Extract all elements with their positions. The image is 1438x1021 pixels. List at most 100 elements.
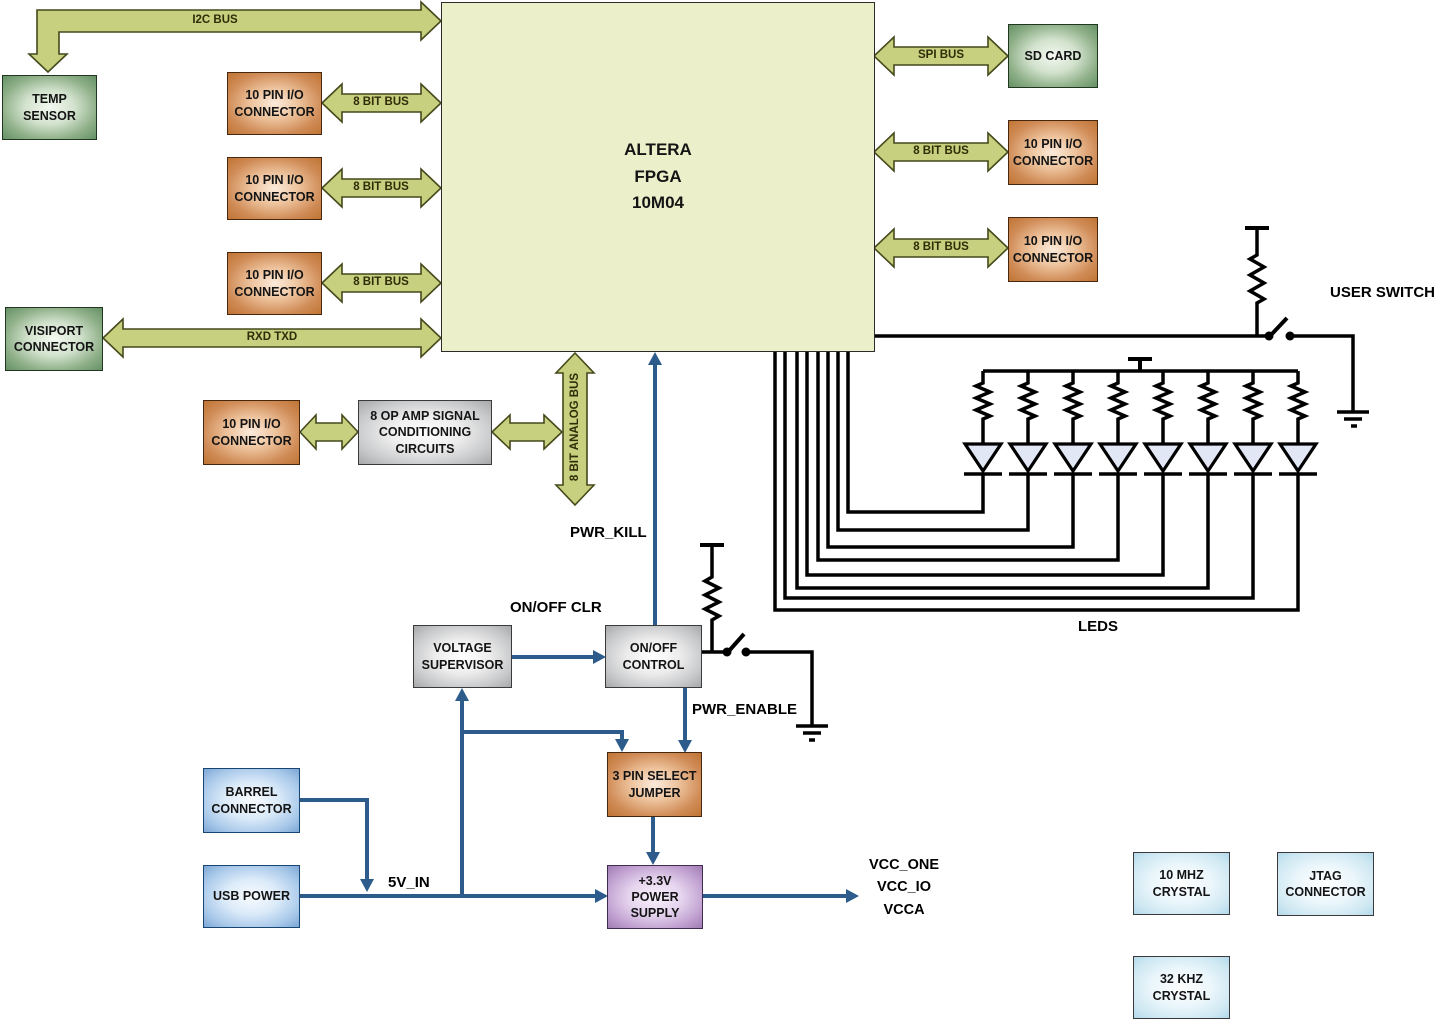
leds-label: LEDS	[1078, 618, 1119, 635]
vcca-label: VCCA	[883, 901, 925, 918]
arrowhead-down-icon	[615, 739, 629, 752]
i2c-bus-arrow	[26, 0, 443, 74]
bus-arrow-conn-to-opamp	[298, 412, 360, 452]
box-label: VISIPORT	[24, 323, 84, 338]
temp-sensor-block: TEMP SENSOR	[2, 75, 97, 140]
io-connector-left-3-block: 10 PIN I/O CONNECTOR	[227, 252, 322, 315]
ground-icon	[796, 724, 828, 742]
box-label: 10 PIN I/O	[1023, 234, 1083, 249]
box-label: CRYSTAL	[1152, 988, 1211, 1003]
led-return-wire	[805, 352, 1165, 577]
box-label: CONNECTOR	[13, 340, 95, 354]
blue-arrowheads	[360, 352, 859, 903]
box-label: USB POWER	[212, 889, 291, 904]
box-label: VOLTAGE	[433, 641, 492, 656]
box-label: POWER	[631, 889, 679, 904]
box-label: SD CARD	[1024, 48, 1082, 63]
box-label: SENSOR	[23, 108, 76, 123]
led-icon	[1007, 442, 1049, 474]
box-label: JUMPER	[628, 785, 681, 800]
vcc-io-label: VCC_IO	[877, 879, 931, 896]
onoff-switch-contacts	[722, 647, 751, 657]
led-icon	[1097, 442, 1139, 474]
vcc-rails-label: VCC_ONE VCC_IO VCCA	[858, 854, 950, 921]
fpga-line: FPGA	[634, 166, 682, 186]
box-label: 32 KHZ	[1159, 972, 1204, 987]
switch-contact-dot	[1285, 331, 1295, 341]
user-switch-net	[874, 226, 1369, 428]
5v-in-label: 5V_IN	[388, 874, 430, 891]
visiport-connector-block: VISIPORT CONNECTOR	[5, 307, 103, 371]
sd-card-block: SD CARD	[1008, 24, 1098, 88]
box-label: CIRCUITS	[395, 441, 455, 456]
led-return-wire	[773, 352, 1300, 612]
box-label: CONNECTOR	[234, 284, 315, 299]
led-return-wire	[836, 352, 1030, 532]
crystal-10mhz-block: 10 MHZ CRYSTAL	[1133, 852, 1230, 915]
bus-label-8bit: 8 BIT BUS	[353, 96, 409, 108]
box-label: CONNECTOR	[211, 801, 292, 816]
box-label: 10 PIN I/O	[1023, 137, 1083, 152]
box-label: 10 PIN I/O	[245, 88, 304, 103]
jtag-connector-block: JTAG CONNECTOR	[1277, 852, 1374, 916]
io-connector-left-2-block: 10 PIN I/O CONNECTOR	[227, 157, 322, 220]
box-label: 3 PIN SELECT	[612, 769, 697, 784]
power-supply-block: +3.3V POWER SUPPLY	[607, 865, 703, 929]
arrowhead-up-icon	[455, 688, 469, 701]
led-return-wire	[846, 352, 985, 514]
fpga-block: ALTERA FPGA 10M04	[441, 2, 875, 352]
power-control-wires	[300, 362, 849, 898]
box-label: CONNECTOR	[1285, 885, 1366, 899]
switch-to-ground-wire	[748, 650, 814, 726]
switch-blade-icon	[726, 632, 746, 654]
analog-bus-arrow	[554, 351, 596, 507]
switch-contact-dot	[1264, 331, 1274, 341]
box-label: 10 PIN I/O	[222, 417, 281, 432]
led-resistor-icon	[1151, 371, 1175, 444]
spi-bus-label: SPI BUS	[917, 49, 964, 61]
led-diodes	[962, 442, 1319, 474]
arrowhead-right-icon	[595, 889, 608, 903]
io-connector-right-1-block: 10 PIN I/O CONNECTOR	[1008, 120, 1098, 185]
barrel-wire	[300, 798, 369, 882]
power-tap-icon	[1128, 357, 1152, 371]
box-label: CONNECTOR	[211, 433, 292, 448]
bus-label-8bit: 8 BIT BUS	[913, 145, 969, 157]
box-label: 10 MHZ	[1159, 868, 1204, 883]
box-label: CONNECTOR	[1012, 153, 1094, 168]
arrowhead-right-icon	[593, 650, 606, 664]
bus-label-8bit: 8 BIT BUS	[913, 241, 969, 253]
onoff-clr-label: ON/OFF CLR	[510, 599, 602, 616]
arrowhead-up-icon	[648, 352, 662, 365]
fpga-line: 10M04	[632, 193, 684, 213]
led-icon	[1052, 442, 1094, 474]
box-label: CONDITIONING	[378, 425, 472, 440]
io-connector-left-1-block: 10 PIN I/O CONNECTOR	[227, 72, 322, 135]
led-return-wire	[783, 352, 1255, 600]
bus-label-8bit: 8 BIT BUS	[353, 181, 409, 193]
fpga-line: ALTERA	[624, 140, 692, 160]
box-label: ON/OFF	[629, 641, 678, 656]
led-icon	[1142, 442, 1184, 474]
rxd-txd-label: RXD TXD	[246, 331, 298, 343]
analog-bus-label: 8 BIT ANALOG BUS	[569, 372, 581, 482]
box-label: 10 PIN I/O	[245, 268, 304, 283]
voltage-supervisor-block: VOLTAGE SUPERVISOR	[413, 625, 512, 688]
led-return-wire	[816, 352, 1120, 562]
box-label: BARREL	[225, 785, 278, 800]
v5-branch-wire	[462, 730, 624, 742]
led-icon	[962, 442, 1004, 474]
led-resistor-icon	[1061, 371, 1085, 444]
arrowhead-down-icon	[678, 740, 692, 753]
led-resistor-icon	[1106, 371, 1130, 444]
box-label: CONTROL	[622, 657, 685, 672]
led-resistor-icon	[971, 371, 995, 444]
bus-arrow-opamp-to-analog	[490, 413, 564, 451]
box-label: 10 PIN I/O	[245, 173, 304, 188]
pwr-kill-label: PWR_KILL	[570, 524, 647, 541]
box-label: TEMP	[32, 92, 67, 107]
pwr-enable-label: PWR_ENABLE	[692, 701, 798, 718]
pullup-resistor-icon	[701, 546, 723, 652]
